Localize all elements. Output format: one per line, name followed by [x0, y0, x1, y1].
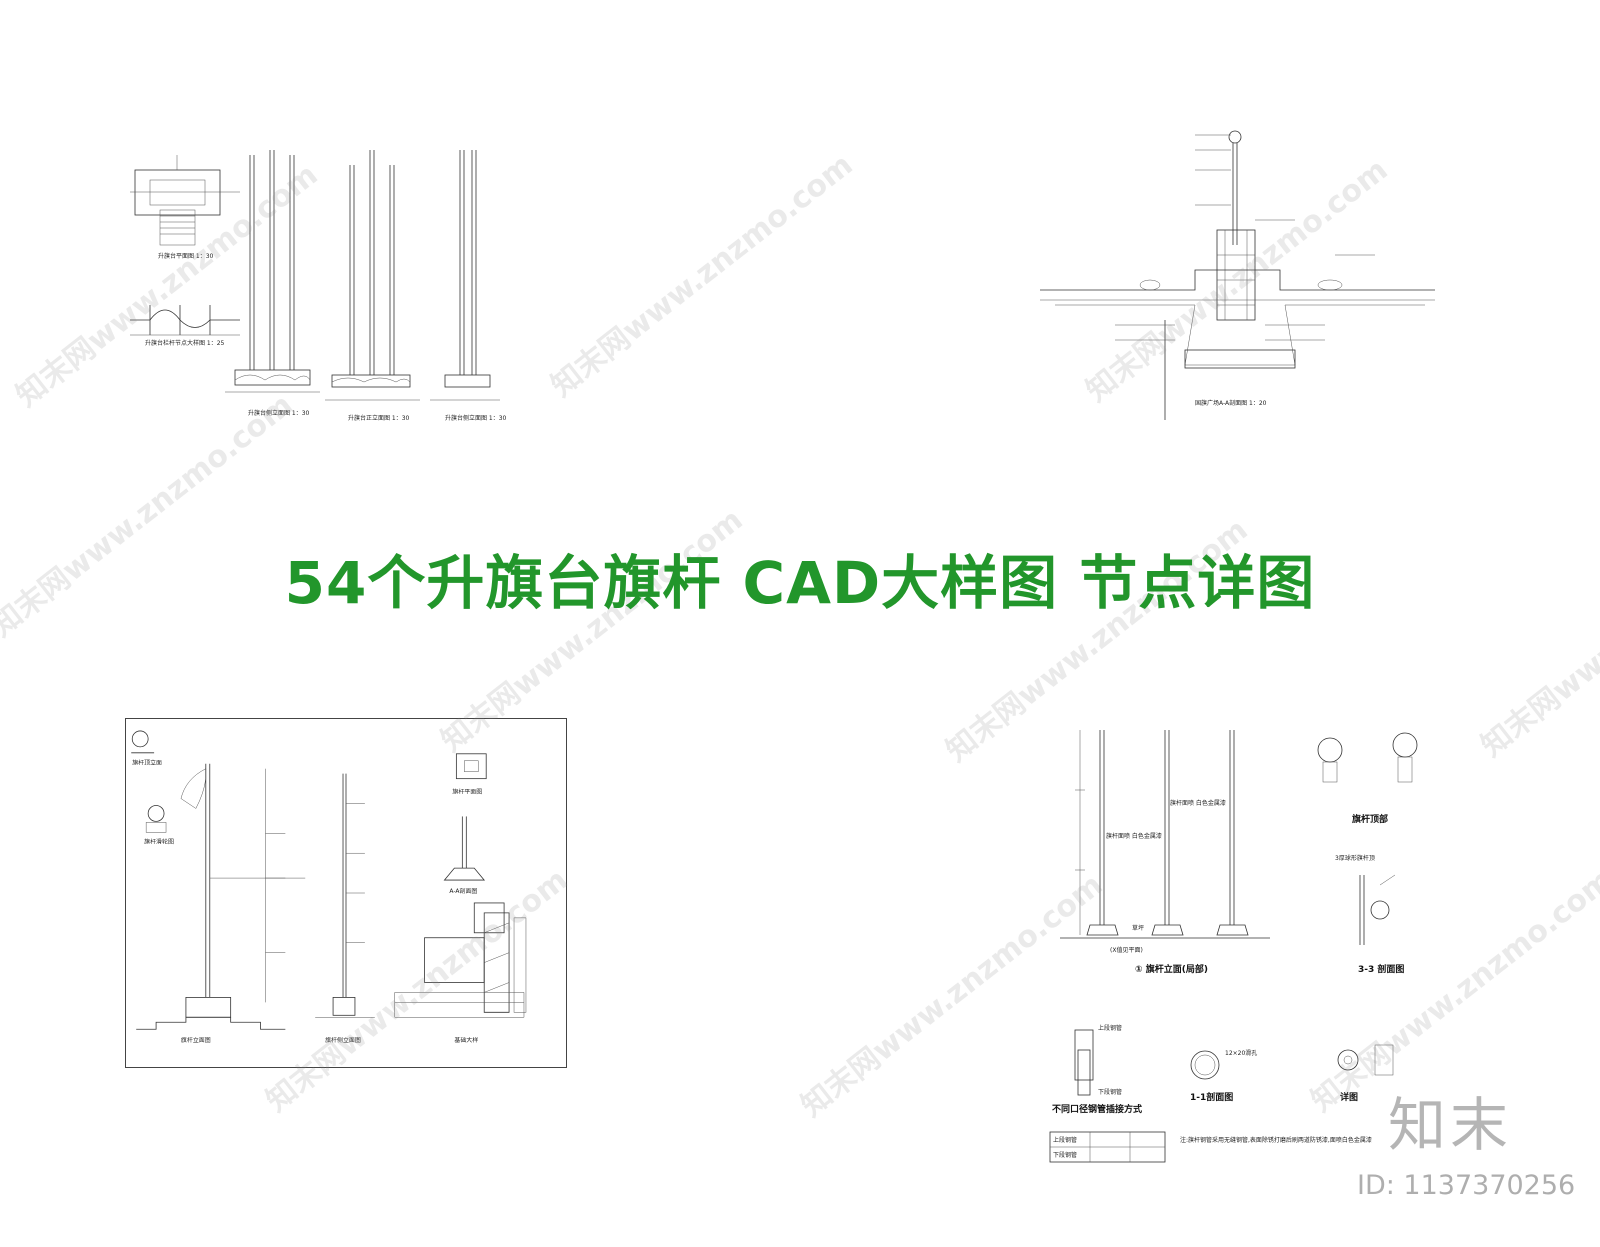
- image-id-label: ID: 1137370256: [1357, 1170, 1576, 1201]
- note-lower-pipe: 下段钢管: [1098, 1088, 1122, 1096]
- page-title: 54个升旗台旗杆 CAD大样图 节点详图: [284, 549, 1316, 617]
- drawing-flag-plaza-section: 国旗广场A-A剖面图 1：20: [1035, 125, 1445, 425]
- table-lower: 下段钢管: [1053, 1151, 1077, 1159]
- note-x: (X值见平面): [1110, 946, 1143, 954]
- caption-top: 旗杆顶立面: [132, 759, 162, 767]
- caption-section: 国旗广场A-A剖面图 1：20: [1195, 399, 1267, 407]
- caption-aa: A-A剖面图: [449, 887, 477, 895]
- note-upper-pipe: 上段钢管: [1098, 1024, 1122, 1032]
- caption-joint: 不同口径钢管插接方式: [1052, 1103, 1142, 1115]
- note-paint-2: 旗杆面喷 白色金属漆: [1106, 832, 1162, 840]
- note-spec: 注:旗杆钢管采用无缝钢管,表面除锈打磨后刷两道防锈漆,面喷白色金属漆: [1180, 1136, 1372, 1144]
- caption-11: 1-1剖面图: [1190, 1091, 1233, 1103]
- caption-5: 升旗台侧立面图 1：30: [445, 414, 507, 422]
- caption-33: 3-3 剖面图: [1358, 963, 1404, 975]
- drawing-flagpole-sheet: 旗杆顶立面 旗杆滑轮图 旗杆立面图 旗杆侧立面图 旗杆平面图 A-A剖面图: [125, 718, 567, 1068]
- watermark-text: 知末网www.znzmo.com: [544, 147, 860, 404]
- caption-plan: 旗杆平面图: [452, 788, 482, 796]
- caption-4: 升旗台正立面图 1：30: [348, 414, 410, 422]
- note-paint-1: 旗杆面喷 白色金属漆: [1170, 799, 1226, 807]
- note-slot: 12×20滑孔: [1225, 1049, 1257, 1057]
- note-lawn: 草坪: [1132, 924, 1144, 932]
- caption-top-part: 旗杆顶部: [1352, 813, 1388, 825]
- caption-side: 旗杆侧立面图: [325, 1036, 361, 1044]
- caption-detail: 详图: [1340, 1091, 1358, 1103]
- watermark-text: 知末网www.znzmo.com: [1474, 507, 1600, 764]
- caption-1: 升旗台平面图 1：30: [158, 252, 214, 260]
- caption-found: 基础大样: [454, 1036, 478, 1044]
- caption-pulley: 旗杆滑轮图: [144, 837, 174, 845]
- drawing-flagpole-details: 旗杆面喷 白色金属漆 旗杆面喷 白色金属漆 草坪 (X值见平面) ① 旗杆立面(…: [1040, 710, 1440, 1170]
- caption-elev-local: ① 旗杆立面(局部): [1135, 963, 1208, 975]
- caption-3: 升旗台侧立面图 1：30: [248, 409, 310, 417]
- drawing-flag-platform-elevations: 升旗台平面图 1：30 升旗台栏杆节点大样图 1：25 升旗台侧立面图 1：30…: [120, 130, 520, 430]
- brand-logo: 知末: [1388, 1091, 1513, 1159]
- note-ball: 3厚球形旗杆顶: [1335, 854, 1375, 862]
- caption-2: 升旗台栏杆节点大样图 1：25: [145, 339, 225, 347]
- caption-elev: 旗杆立面图: [181, 1036, 211, 1044]
- table-upper: 上段钢管: [1053, 1136, 1077, 1144]
